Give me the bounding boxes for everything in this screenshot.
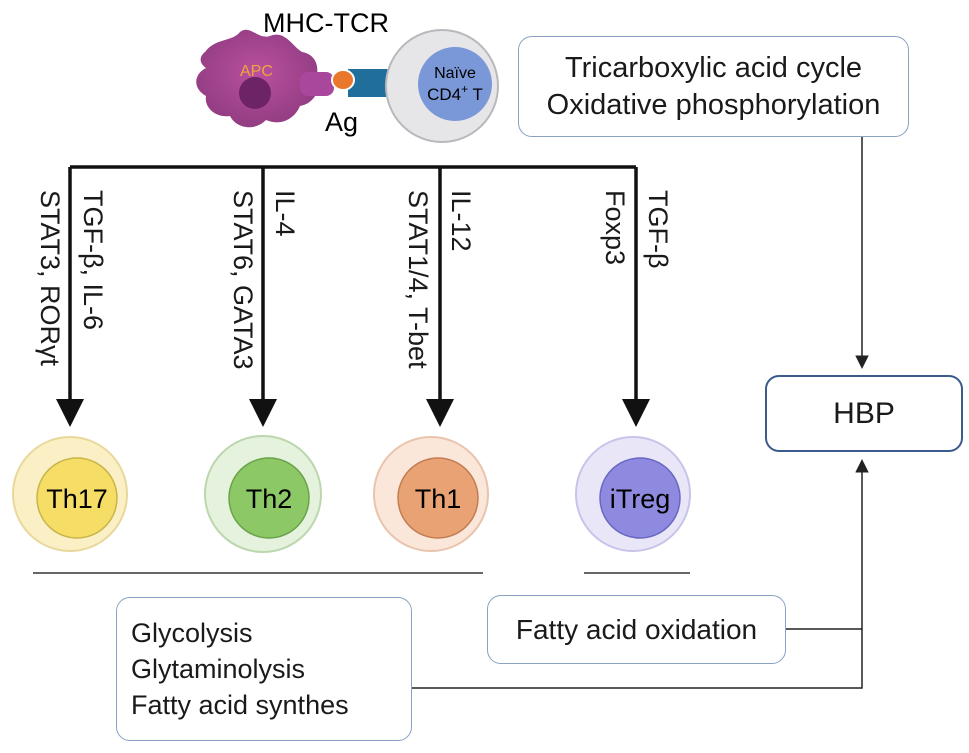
cell-label-th17: Th17 [46, 484, 108, 514]
cell-label-th2: Th2 [246, 484, 293, 514]
factors-th2: STAT6, GATA3 [228, 190, 258, 370]
glutaminolysis-label: Glytaminolysis [131, 654, 306, 684]
factors-th1: STAT1/4, T-bet [403, 190, 433, 369]
factors-itreg: Foxp3 [600, 190, 630, 266]
cell-th17 [12, 436, 128, 552]
naive-label-cd4: CD4+ T [427, 82, 483, 104]
tca-oxphos-box: Tricarboxylic acid cycle Oxidative phosp… [518, 36, 909, 137]
fatty-acid-oxidation-box: Fatty acid oxidation [487, 595, 786, 664]
cytokine-itreg: TGF-β [643, 190, 673, 269]
factors-th17: STAT3, RORγt [35, 190, 65, 367]
mhc-molecule [300, 72, 334, 96]
glycolysis-box: Glycolysis Glytaminolysis Fatty acid syn… [116, 597, 412, 741]
fatty-acid-oxidation-label: Fatty acid oxidation [515, 613, 758, 645]
cell-itreg [575, 436, 691, 552]
naive-label: Naïve [434, 65, 476, 82]
apc-nucleus [239, 77, 271, 109]
cytokine-th2: IL-4 [270, 190, 300, 237]
glycolysis-label: Glycolysis [131, 618, 253, 648]
hbp-label: HBP [833, 396, 895, 430]
cytokine-th17: TGF-β, IL-6 [78, 190, 108, 331]
cell-th2 [204, 435, 322, 553]
hbp-box: HBP [765, 375, 963, 452]
cell-th1 [373, 436, 489, 552]
tca-label: Tricarboxylic acid cycle [564, 51, 863, 84]
antigen-icon [331, 69, 355, 91]
connector-glyco-to-hbp [412, 459, 869, 689]
naive-t-cell-nucleus [418, 47, 492, 121]
apc-cell [196, 29, 318, 128]
oxphos-label: Oxidative phosphorylation [546, 88, 881, 121]
receptor-label: MHC-TCR [263, 8, 389, 38]
cell-label-itreg: iTreg [610, 484, 671, 514]
cytokine-th1: IL-12 [446, 190, 476, 252]
antigen-label: Ag [325, 107, 358, 137]
apc-label: APC [240, 63, 273, 80]
fatty-acid-synthesis-label: Fatty acid synthes [131, 690, 349, 720]
cell-label-th1: Th1 [415, 484, 462, 514]
